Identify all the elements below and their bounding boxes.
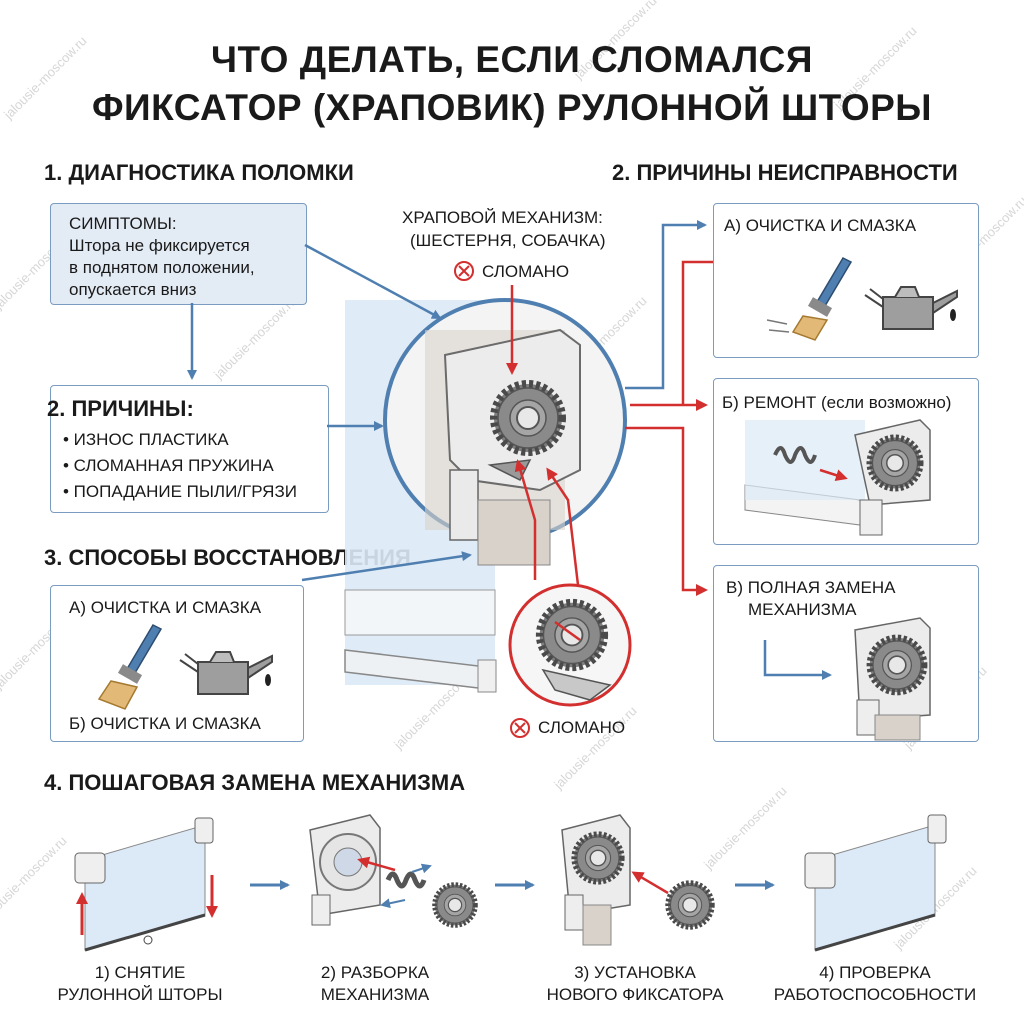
oil-can-icon [864, 286, 958, 330]
title-line-1: ЧТО ДЕЛАТЬ, ЕСЛИ СЛОМАЛСЯ [211, 39, 813, 80]
step-3-label: 3) УСТАНОВКА НОВОГО ФИКСАТОРА [546, 963, 724, 1004]
install-illustration [561, 814, 712, 946]
gear-icon [435, 885, 476, 926]
cause-c-line-1: В) ПОЛНАЯ ЗАМЕНА [726, 578, 896, 597]
step-4-label: 4) ПРОВЕРКА РАБОТОСПОСОБНОСТИ [773, 963, 977, 1004]
recovery-option-a: А) ОЧИСТКА И СМАЗКА [69, 598, 262, 617]
symptoms-label: СИМПТОМЫ: [69, 214, 177, 233]
mechanism-label-line-1: ХРАПОВОЙ МЕХАНИЗМ: [402, 208, 603, 227]
gear-icon [494, 384, 562, 452]
title-line-2: ФИКСАТОР (ХРАПОВИК) РУЛОННОЙ ШТОРЫ [91, 87, 933, 128]
cause-a-box: А) ОЧИСТКА И СМАЗКА [713, 203, 979, 358]
arrow [546, 467, 580, 586]
broken-part-zoom [508, 583, 632, 707]
gear-icon [668, 883, 712, 927]
step-2-label: 2) РАЗБОРКА МЕХАНИЗМА [320, 963, 430, 1004]
cause-c-line-2: МЕХАНИЗМА [748, 600, 857, 619]
broken-label-bottom: СЛОМАНО [538, 718, 626, 737]
cause-item: • ПОПАДАНИЕ ПЫЛИ/ГРЯЗИ [63, 482, 297, 501]
brush-icon [97, 624, 163, 710]
broken-x-icon [454, 261, 474, 281]
step-1-label: 1) СНЯТИЕ РУЛОННОЙ ШТОРЫ [57, 963, 223, 1004]
cause-item: • ИЗНОС ПЛАСТИКА [63, 430, 229, 449]
spring-icon [773, 446, 817, 464]
replacement-illustration [763, 617, 931, 741]
recovery-option-b: Б) ОЧИСТКА И СМАЗКА [69, 714, 261, 733]
cause-item: • СЛОМАННАЯ ПРУЖИНА [63, 456, 274, 475]
symptoms-line-3: опускается вниз [69, 280, 197, 299]
broken-x-icon [510, 718, 530, 738]
cause-c-box: В) ПОЛНАЯ ЗАМЕНА МЕХАНИЗМА [713, 565, 979, 742]
arrow [514, 459, 537, 580]
mechanism-label-line-2: (ШЕСТЕРНЯ, СОБАЧКА) [410, 231, 606, 250]
brush-icon [766, 257, 853, 341]
arrow [301, 551, 472, 582]
causes-box: 2. ПРИЧИНЫ: • ИЗНОС ПЛАСТИКА • СЛОМАННАЯ… [47, 385, 329, 513]
arrow [304, 243, 442, 320]
spring-icon [385, 871, 427, 889]
disassembly-illustration [309, 814, 476, 926]
symptoms-box: СИМПТОМЫ: Штора не фиксируется в поднято… [50, 203, 307, 305]
arrow [625, 426, 708, 596]
gear-icon [574, 834, 622, 882]
section-2-heading: 2. ПРИЧИНЫ НЕИСПРАВНОСТИ [612, 160, 958, 185]
section-1-heading: 1. ДИАГНОСТИКА ПОЛОМКИ [44, 160, 354, 185]
page-title: ЧТО ДЕЛАТЬ, ЕСЛИ СЛОМАЛСЯ ФИКСАТОР (ХРАП… [0, 36, 1024, 132]
symptoms-line-2: в поднятом положении, [69, 258, 255, 277]
magnifier-mechanism [383, 298, 627, 566]
connector-line [681, 260, 713, 405]
repair-illustration [744, 419, 931, 536]
gear-icon [870, 638, 924, 692]
gear-icon [870, 438, 921, 489]
broken-label-top: СЛОМАНО [482, 262, 570, 281]
roller-blind-icon [804, 814, 947, 952]
cause-b-label: Б) РЕМОНТ (если возможно) [722, 393, 952, 412]
roller-blind-icon [74, 817, 218, 952]
causes-heading: 2. ПРИЧИНЫ: [47, 396, 194, 421]
section-4-heading: 4. ПОШАГОВАЯ ЗАМЕНА МЕХАНИЗМА [44, 770, 466, 795]
oil-can-icon [179, 651, 273, 695]
symptoms-line-1: Штора не фиксируется [69, 236, 250, 255]
cause-a-label: А) ОЧИСТКА И СМАЗКА [724, 216, 917, 235]
arrow [625, 220, 707, 390]
